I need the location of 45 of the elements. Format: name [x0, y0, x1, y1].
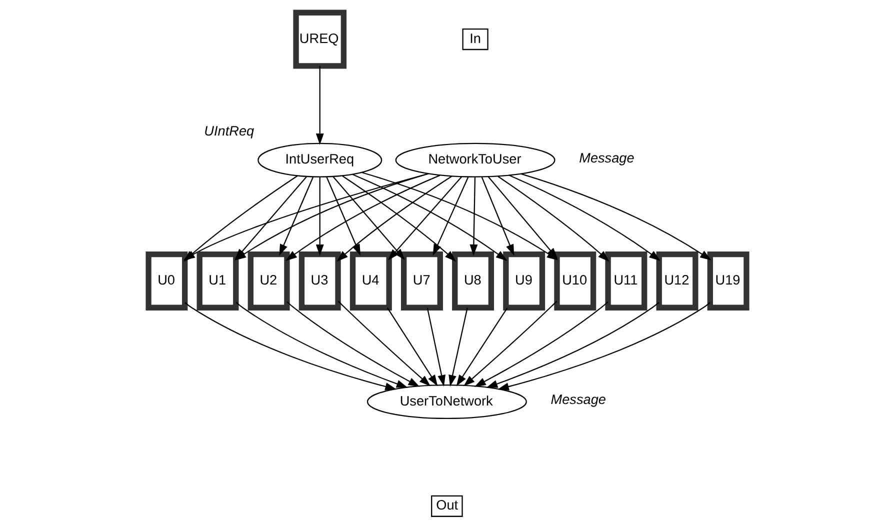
node-ellipse: UserToNetwork — [366, 384, 527, 420]
arrow — [279, 177, 314, 256]
node-box: In — [462, 28, 488, 50]
node-box: Out — [431, 495, 463, 517]
node-box: U1 — [196, 251, 239, 310]
node-label: Message — [579, 150, 634, 166]
arrow — [432, 177, 469, 256]
arrow — [498, 176, 610, 262]
arrow — [286, 174, 440, 261]
arrow — [316, 66, 324, 145]
arrow — [286, 301, 420, 387]
arrow — [481, 177, 514, 256]
arrow — [456, 308, 508, 386]
arrow — [388, 176, 462, 260]
arrow — [470, 177, 478, 256]
arrow — [386, 308, 438, 386]
node-box: U11 — [605, 251, 648, 310]
node-box: U12 — [656, 251, 698, 310]
arrow — [184, 302, 397, 390]
node-box: U10 — [554, 251, 596, 310]
node-box: U8 — [452, 251, 494, 310]
node-box: U4 — [350, 251, 392, 310]
arrow — [474, 301, 608, 387]
node-label: UIntReq — [204, 123, 254, 138]
arrow — [338, 300, 431, 386]
arrow — [332, 176, 405, 260]
node-box: U19 — [707, 251, 750, 310]
arrow — [486, 302, 660, 388]
arrow — [316, 177, 324, 256]
node-box: U7 — [400, 251, 443, 310]
arrow — [463, 300, 558, 386]
arrow — [498, 302, 710, 390]
node-label: Message — [550, 392, 606, 408]
node-ellipse: IntUserReq — [258, 142, 382, 178]
node-box: U2 — [248, 251, 290, 310]
arrow — [426, 308, 446, 386]
node-box: U9 — [503, 251, 546, 310]
arrow — [352, 174, 508, 261]
arrow — [326, 177, 361, 256]
arrow — [448, 308, 468, 386]
node-ellipse: NetworkToUser — [395, 142, 556, 178]
node-box: U0 — [146, 251, 188, 310]
node-box: UREQ — [293, 10, 347, 69]
arrow — [236, 302, 408, 388]
node-box: U3 — [298, 251, 341, 310]
